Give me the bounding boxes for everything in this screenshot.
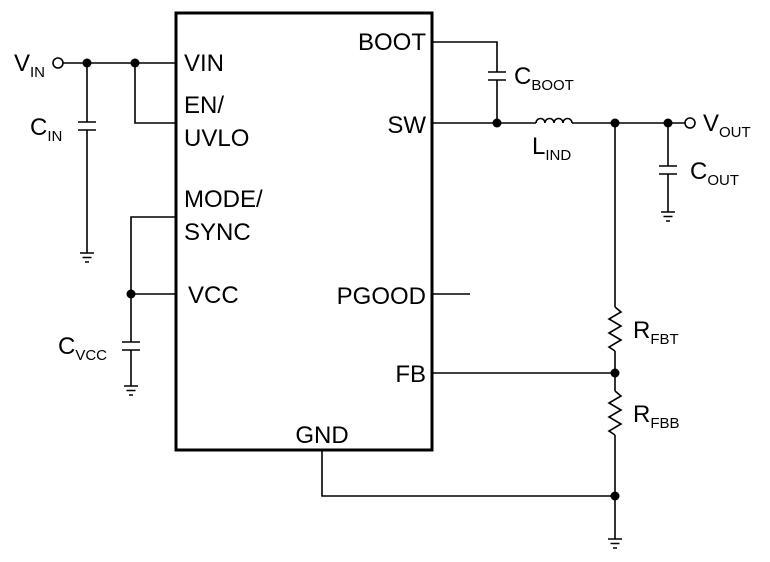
fb-junction: [610, 368, 620, 378]
cin-ground-icon: [80, 252, 94, 263]
pin-sw-label: SW: [387, 112, 426, 139]
rfbb-label: RFBB: [633, 401, 680, 432]
gnd-junction: [610, 491, 620, 501]
vin-label: VIN: [14, 50, 45, 81]
vin-terminal: [52, 57, 64, 69]
sw-junction: [492, 118, 502, 128]
pin-gnd-label: GND: [295, 422, 348, 449]
rfbb-resistor: [607, 390, 623, 436]
pin-vcc-label: VCC: [188, 282, 239, 309]
gnd-wire: [321, 450, 615, 497]
pin-en-label-line1: EN/: [184, 92, 224, 119]
inductor: [535, 117, 573, 124]
cboot-label: CBOOT: [514, 63, 574, 94]
pin-mode-label-line2: SYNC: [184, 219, 251, 246]
boot-wire: [432, 41, 498, 72]
cboot-capacitor: [488, 71, 506, 81]
mode-sync-wire: [130, 216, 176, 294]
lind-label: LIND: [532, 133, 571, 164]
cvcc-label: CVCC: [58, 333, 107, 364]
cin-capacitor: [78, 121, 96, 131]
pin-pgood-label: PGOOD: [337, 283, 426, 310]
rfbt-label: RFBT: [633, 317, 679, 348]
en-uvlo-wire: [134, 63, 176, 124]
main-ground-icon: [608, 538, 622, 549]
cin-label: CIN: [30, 114, 62, 145]
rfbt-resistor: [607, 306, 623, 352]
pin-fb-label: FB: [395, 361, 426, 388]
pin-vin-label: VIN: [184, 50, 224, 77]
cvcc-ground-icon: [124, 385, 138, 396]
pin-boot-label: BOOT: [358, 29, 426, 56]
ic-body: [174, 11, 434, 452]
cout-ground-icon: [661, 211, 675, 222]
vout-terminal: [684, 117, 696, 129]
vout-label: VOUT: [703, 110, 751, 141]
cout-capacitor: [659, 165, 677, 175]
cvcc-capacitor: [122, 341, 140, 351]
cout-label: COUT: [690, 158, 739, 189]
pin-mode-label-line1: MODE/: [184, 186, 263, 213]
pin-en-label-line2: UVLO: [184, 125, 249, 152]
